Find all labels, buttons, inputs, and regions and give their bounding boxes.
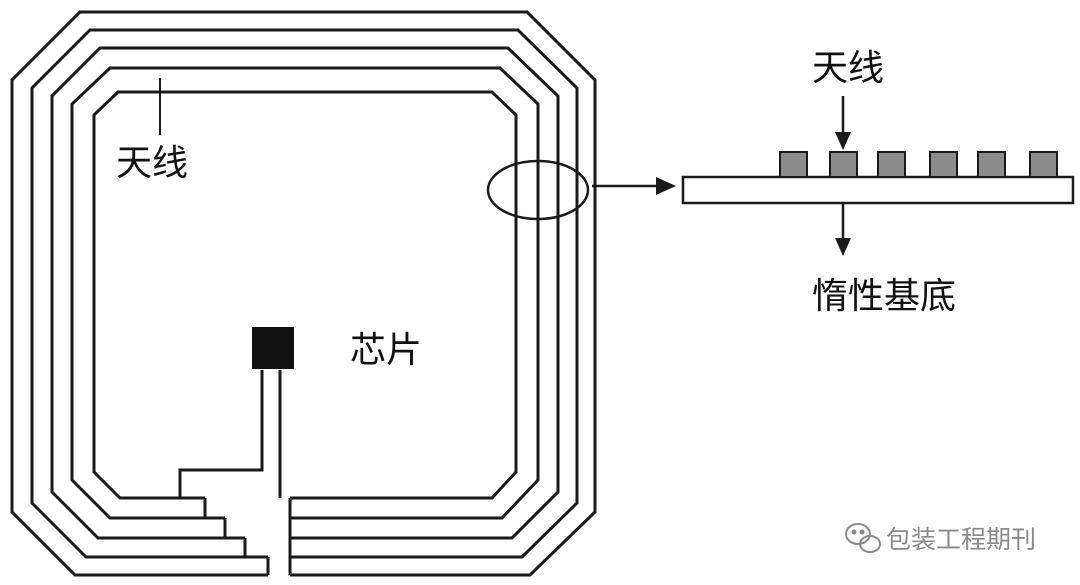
chip <box>252 327 294 369</box>
antenna-pad <box>1029 151 1058 178</box>
antenna-pad <box>977 151 1006 178</box>
wechat-icon <box>845 523 881 553</box>
antenna-cross-section-label: 天线 <box>812 48 884 89</box>
loop-step-5 <box>178 370 264 500</box>
watermark-text: 包装工程期刊 <box>886 525 1036 554</box>
antenna-pad <box>779 151 808 178</box>
antenna-loop-1 <box>10 10 597 577</box>
substrate-arrow <box>835 203 851 256</box>
antenna-arrow <box>835 96 851 150</box>
antenna-pad <box>877 151 906 178</box>
watermark: 包装工程期刊 <box>845 523 1036 554</box>
antenna-loop-4 <box>70 66 540 520</box>
antenna-pad <box>829 151 858 178</box>
loop-step-4 <box>203 498 225 520</box>
antenna-loop-2 <box>30 28 579 559</box>
antenna-coil-label: 天线 <box>116 143 188 184</box>
antenna-loop-5 <box>92 90 518 500</box>
zoom-arrow <box>592 177 676 195</box>
antenna-pad <box>929 151 958 178</box>
loop-step-3 <box>223 518 245 540</box>
chip-label: 芯片 <box>350 330 422 371</box>
zoom-ellipse <box>486 159 590 221</box>
antenna-coil <box>10 10 597 577</box>
substrate-label: 惰性基底 <box>812 276 956 317</box>
substrate <box>681 175 1075 205</box>
chip-lead <box>278 370 292 575</box>
loop-step-2 <box>243 538 268 559</box>
antenna-loop-3 <box>50 46 560 540</box>
antenna-pads <box>779 151 1058 178</box>
